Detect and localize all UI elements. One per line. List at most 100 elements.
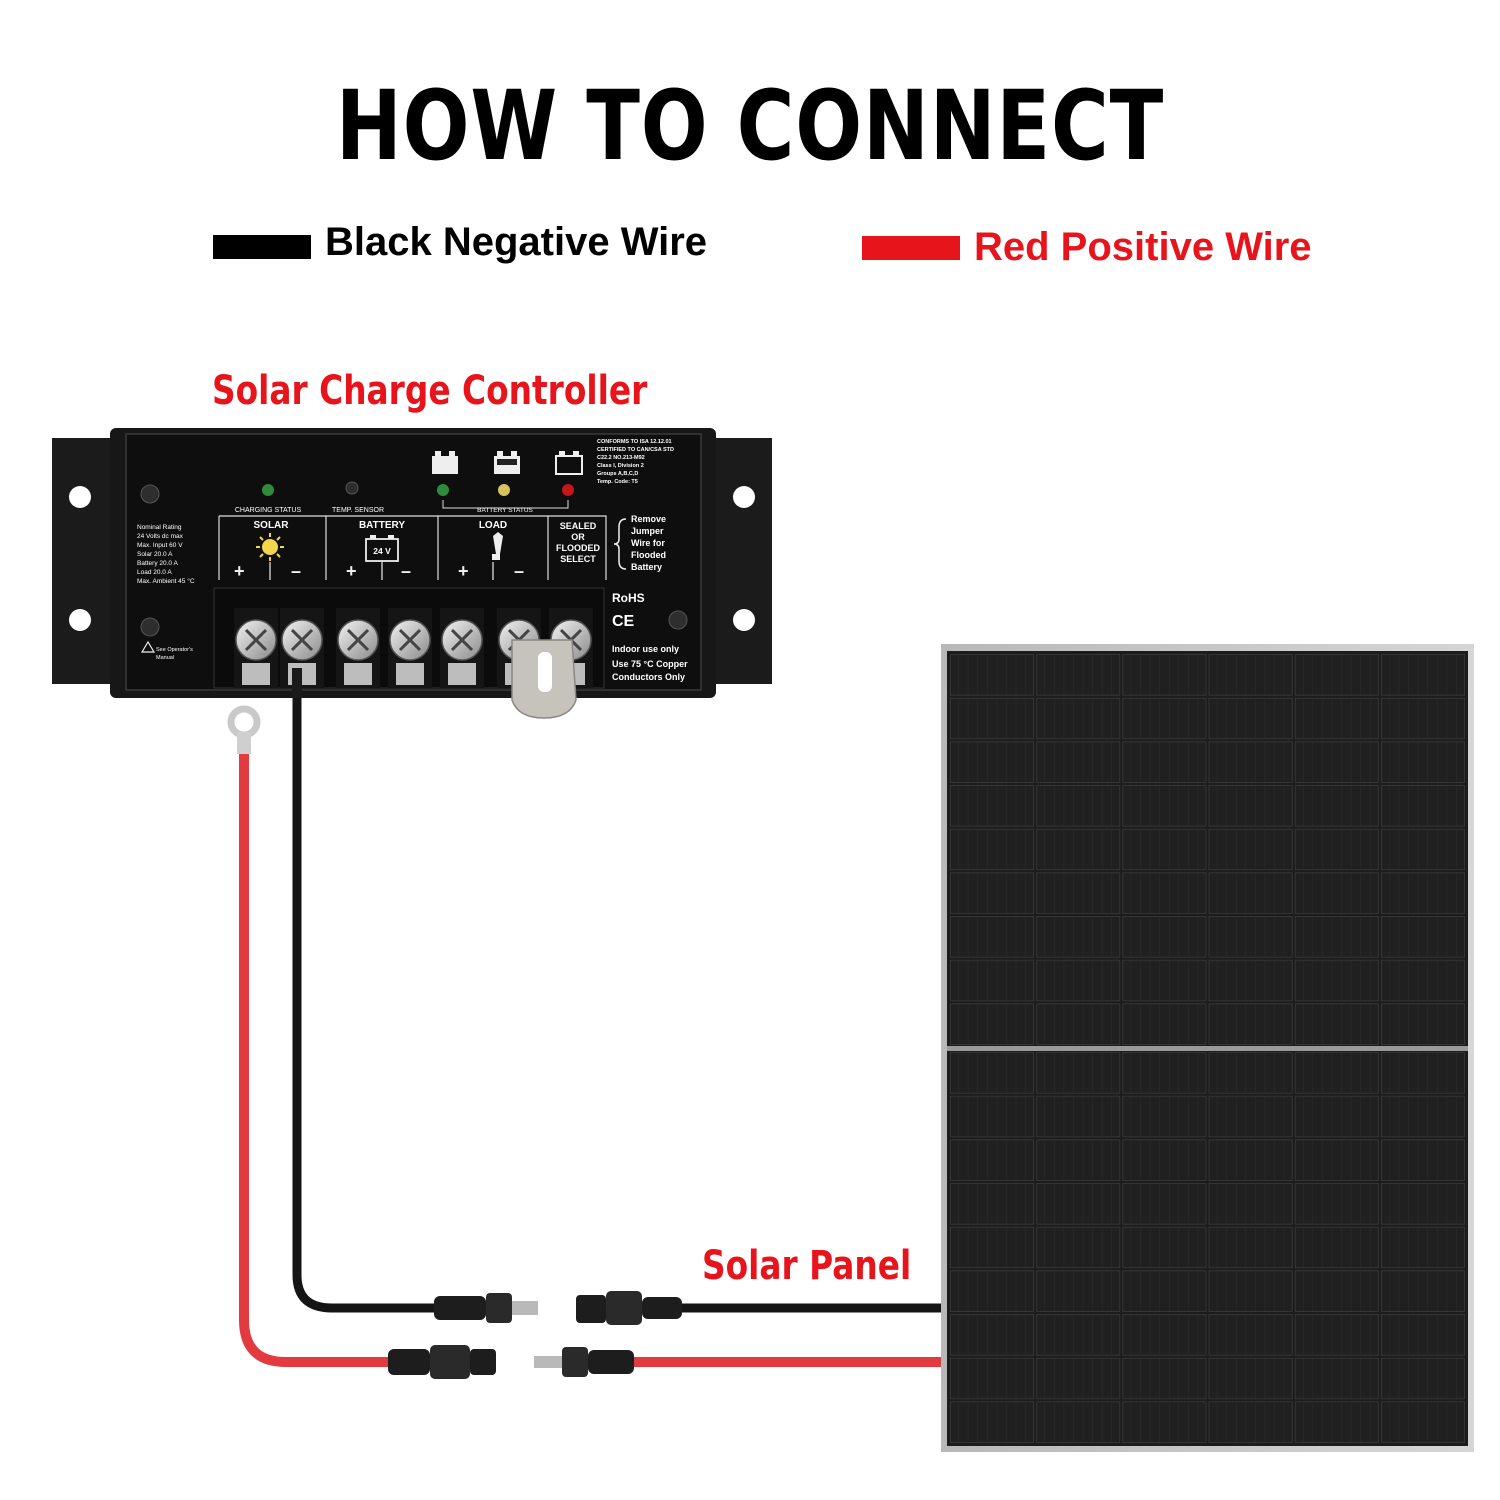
solar-cell [1122,741,1207,783]
black-wire-legend-label: Black Negative Wire [325,220,708,264]
solar-cell [1122,1183,1207,1225]
solar-cell [1294,785,1379,827]
solar-cell [1122,697,1207,740]
battery-icon-half [494,451,520,474]
solar-cell [950,1183,1035,1225]
solar-cell [950,785,1035,827]
solar-cell [1208,1003,1293,1045]
solar-cell [1208,1270,1293,1312]
ring-terminal [227,705,261,754]
mc4-black-female [576,1291,682,1325]
panel-midline [947,1046,1468,1051]
red-controller-wire [239,743,397,1367]
solar-cell [1380,872,1465,914]
svg-text:–: – [401,561,411,581]
ratings-line: 24 Volts dc max [137,533,184,540]
solar-cell [1294,828,1379,871]
solar-cell [1036,1183,1121,1225]
conform-line: Groups A,B,C,D [597,471,638,477]
solar-cell [1122,872,1207,914]
solar-cell [1036,1052,1121,1094]
rohs-label: RoHS [612,591,645,605]
solar-cell [950,1052,1035,1094]
svg-text:–: – [291,561,301,581]
terminal-clamp [396,663,424,685]
black-controller-wire [292,677,445,1313]
ce-label: CE [612,613,635,630]
solar-cell [1294,1003,1379,1045]
ratings-line: Max. Input 60 V [137,542,183,549]
solar-cell [1122,1270,1207,1312]
solar-cell [950,1095,1035,1138]
battery-status-led-red [562,484,574,496]
sun-icon [256,533,284,561]
solar-cell [1122,1401,1207,1443]
solar-cell [1380,1226,1465,1269]
wires [227,677,942,1367]
battery-section-label: BATTERY [359,520,405,531]
solar-cell [1122,1357,1207,1400]
solar-cell [1122,828,1207,871]
mc4-black-male [434,1293,538,1323]
battery-status-led-yellow [498,484,510,496]
solar-cell [1294,1401,1379,1443]
solar-cell [1122,1314,1207,1356]
solar-cell [1122,654,1207,696]
solar-cell [1036,1226,1121,1269]
mc4-red-female [388,1345,496,1379]
charge-controller: CHARGING STATUS TEMP. SENSOR BATTERY STA… [52,428,772,719]
solar-cell [1294,1270,1379,1312]
mc4-connectors [388,1291,682,1379]
conform-line: Temp. Code: T5 [597,479,638,485]
mounting-flange-right [712,438,772,684]
solar-cell [1122,1226,1207,1269]
solar-cell [1122,1095,1207,1138]
mc4-red-male [534,1347,634,1377]
conform-line: Class I, Division 2 [597,463,644,469]
solar-cell [1208,1052,1293,1094]
svg-text:–: – [514,561,524,581]
battery-status-led-green [437,484,449,496]
solar-cell [950,1401,1035,1443]
solar-cell [1294,1357,1379,1400]
polarity-marks: +– +– +– [234,561,524,581]
solar-cell [1294,872,1379,914]
solar-cell [1294,1095,1379,1138]
solar-cell [1380,1314,1465,1356]
ratings-line: Nominal Rating [137,524,182,531]
conform-line: C22.2 NO.213-M92 [597,455,645,461]
solar-cell [950,1003,1035,1045]
solar-cell [1036,741,1121,783]
solar-cell [1380,785,1465,827]
solar-cell [1122,1003,1207,1045]
solar-cell [1036,916,1121,958]
terminal-screws [234,608,593,698]
solar-cell [1036,1401,1121,1443]
solar-cell [1122,1139,1207,1181]
solar-cell [1208,741,1293,783]
solar-cell [1294,741,1379,783]
battery-24v-icon: 24 V [365,535,399,562]
battery-status-label: BATTERY STATUS [477,507,533,514]
solar-cell [1294,1052,1379,1094]
solar-cell [950,1314,1035,1356]
jumper-line: Remove [631,514,666,524]
solar-cell [950,872,1035,914]
terminal-clamp [344,663,372,685]
red-wire-legend-label: Red Positive Wire [974,225,1312,269]
solar-cell [950,741,1035,783]
solar-cell [1208,785,1293,827]
jumper-line: Wire for [631,538,665,548]
solar-cell [1036,828,1121,871]
svg-text:+: + [234,561,245,581]
solar-cell [1294,654,1379,696]
jumper-line: Battery [631,562,662,572]
solar-cell [1208,1139,1293,1181]
page-title: HOW TO CONNECT [335,70,1165,182]
solar-cell [1380,1357,1465,1400]
